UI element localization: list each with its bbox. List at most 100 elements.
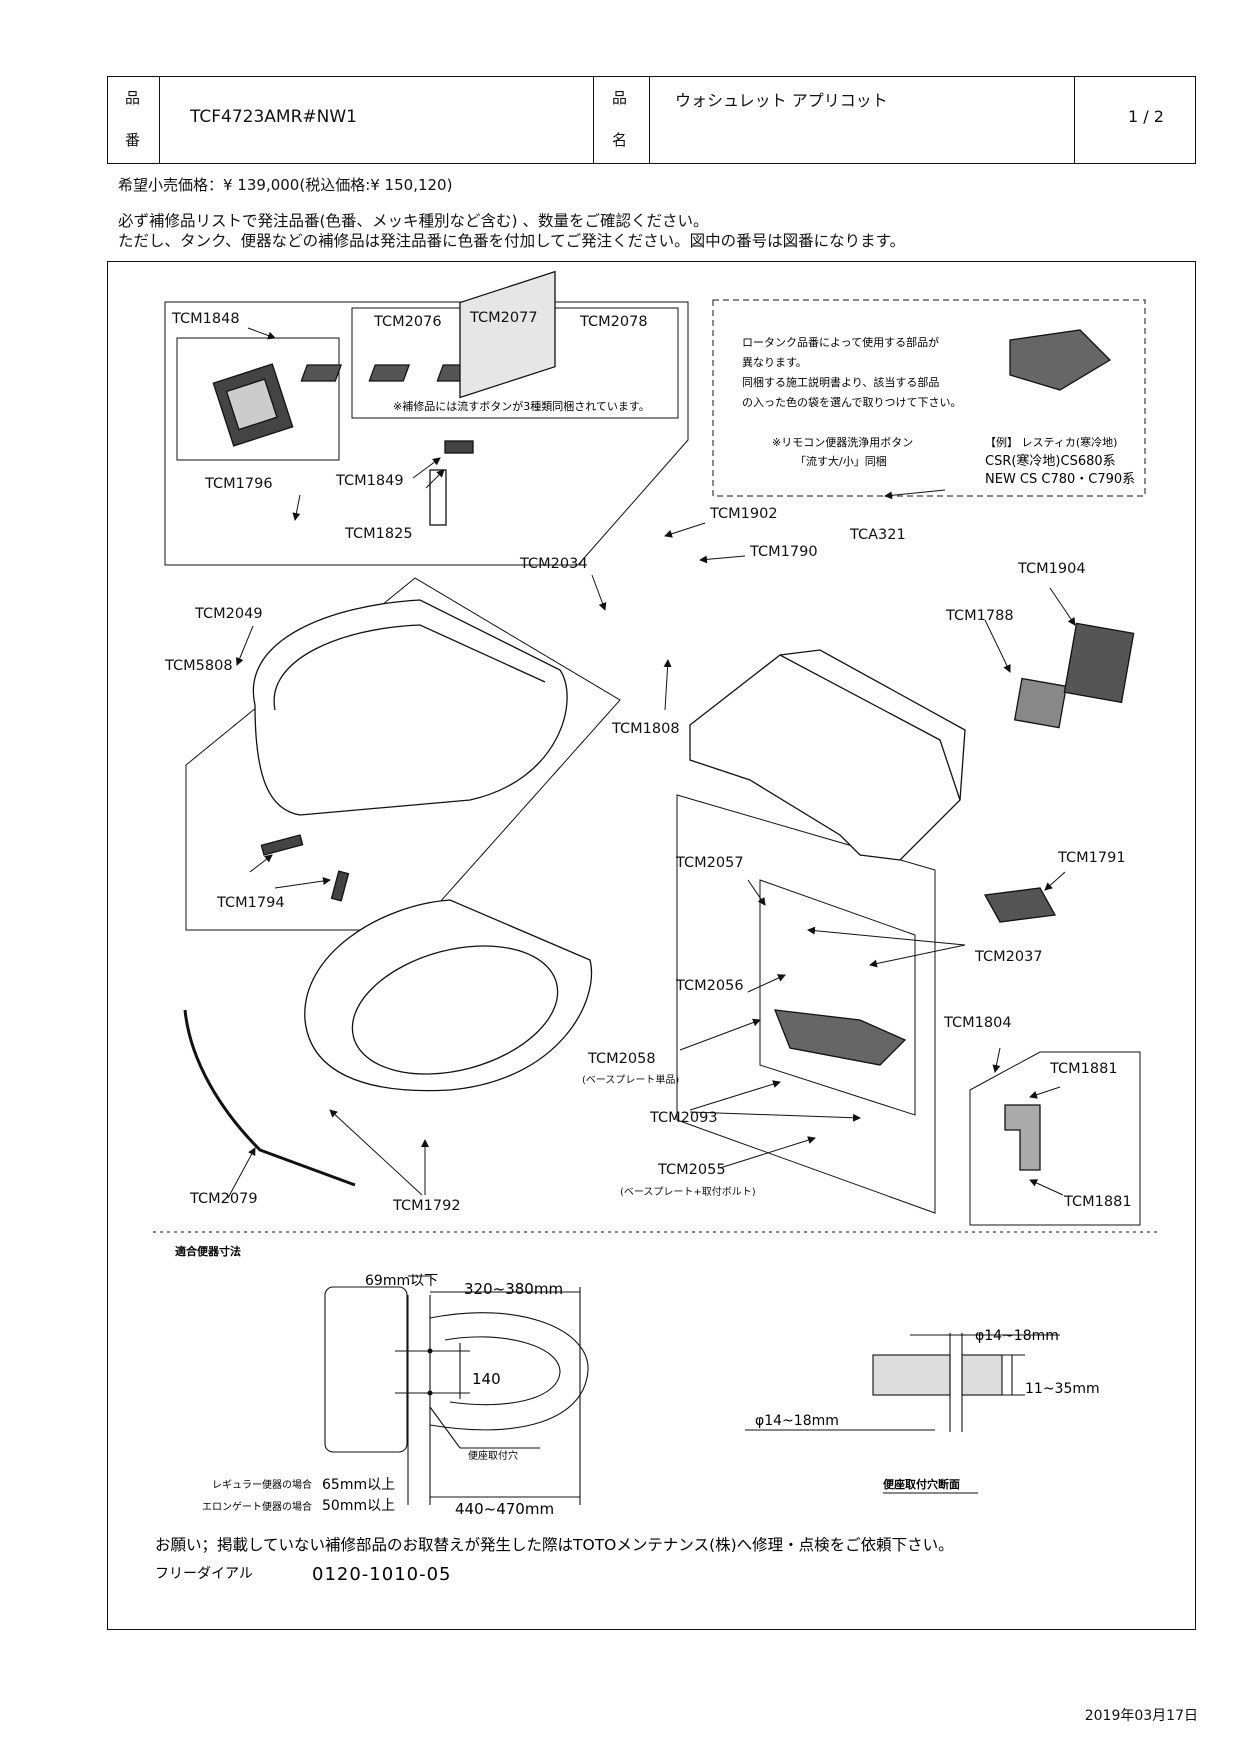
label-tcm2055-note: (ベースプレート+取付ボルト) bbox=[620, 1185, 756, 1198]
label-tcm1796: TCM1796 bbox=[204, 476, 273, 492]
dim-69: 69mm以下 bbox=[365, 1273, 438, 1289]
label-tcm2077: TCM2077 bbox=[469, 310, 538, 326]
dim-section-caption: 便座取付穴断面 bbox=[883, 1477, 960, 1491]
dim-elongated-val: 50mm以上 bbox=[322, 1498, 395, 1514]
svg-text:CSR(寒冷地)CS680系: CSR(寒冷地)CS680系 bbox=[985, 453, 1116, 469]
label-tcm2079: TCM2079 bbox=[189, 1191, 258, 1207]
dim-440: 440~470mm bbox=[455, 1500, 554, 1518]
label-tcm1791: TCM1791 bbox=[1057, 850, 1126, 866]
dim-phi-top: φ14~18mm bbox=[975, 1328, 1059, 1344]
seat-lid-drawing bbox=[252, 599, 568, 816]
supply-hose-drawing bbox=[183, 1009, 356, 1187]
dim-140: 140 bbox=[472, 1370, 501, 1388]
label-tcm1808: TCM1808 bbox=[611, 721, 680, 737]
bracket-drawing bbox=[983, 887, 1057, 923]
label-tcm2058: TCM2058 bbox=[587, 1051, 656, 1067]
button-drawings bbox=[300, 364, 479, 382]
label-tcm2093: TCM2093 bbox=[649, 1110, 718, 1126]
label-tcm2076: TCM2076 bbox=[373, 314, 442, 330]
dimensions-title: 適合便器寸法 bbox=[175, 1244, 241, 1258]
note-line-2: ただし、タンク、便器などの補修品は発注品番に色番を付加してご発注ください。図中の… bbox=[118, 232, 906, 250]
hole-section-drawing bbox=[745, 1333, 1060, 1432]
example-note: 【例】 レスティカ(寒冷地) CSR(寒冷地)CS680系 NEW CS C78… bbox=[985, 435, 1135, 487]
document-date: 2019年03月17日 bbox=[1084, 1708, 1198, 1724]
label-tcm1881-bottom: TCM1881 bbox=[1063, 1194, 1132, 1210]
svg-text:【例】 レスティカ(寒冷地): 【例】 レスティカ(寒冷地) bbox=[985, 435, 1117, 449]
bumper-drawing bbox=[260, 834, 304, 856]
svg-text:「流す大/小」同梱: 「流す大/小」同梱 bbox=[795, 454, 887, 468]
remote-group-outline bbox=[164, 301, 689, 566]
seat-ring-drawing bbox=[304, 899, 593, 1092]
hinmei-label-cell: 品 名 bbox=[594, 77, 650, 163]
remote-button-drawing bbox=[444, 440, 474, 454]
dim-regular-val: 65mm以上 bbox=[322, 1477, 395, 1493]
baseplate-group-outline bbox=[676, 794, 936, 1214]
dim-320: 320~380mm bbox=[464, 1280, 563, 1298]
label-tcm1788: TCM1788 bbox=[945, 608, 1014, 624]
filter-drawing bbox=[1013, 677, 1068, 729]
label-tcm1790: TCM1790 bbox=[749, 544, 818, 560]
dim-thickness: 11~35mm bbox=[1025, 1381, 1100, 1397]
diagram-frame bbox=[107, 261, 1196, 1630]
hinban-value: TCF4723AMR#NW1 bbox=[190, 107, 357, 127]
remote-control-drawing bbox=[459, 270, 556, 399]
label-tcm5808: TCM5808 bbox=[164, 658, 233, 674]
price-line: 希望小売価格：¥ 139,000(税込価格:¥ 150,120) bbox=[118, 176, 453, 194]
label-tcm1881-top: TCM1881 bbox=[1049, 1061, 1118, 1077]
toilet-dimension-drawing bbox=[324, 1275, 589, 1505]
hinmei-label-bottom: 名 bbox=[612, 131, 628, 149]
baseplate-inner-outline bbox=[759, 879, 916, 1116]
dim-seat-hole: 便座取付穴 bbox=[468, 1449, 518, 1462]
header-table: 品 番 TCF4723AMR#NW1 品 名 ウォシュレット アプリコット 1 … bbox=[107, 76, 1196, 164]
label-tcm1794: TCM1794 bbox=[216, 895, 285, 911]
label-tcm2058-note: (ベースプレート単品) bbox=[582, 1073, 679, 1086]
svg-text:同梱する施工説明書より、該当する部品: 同梱する施工説明書より、該当する部品 bbox=[742, 375, 939, 389]
dim-regular: レギュラー便器の場合 bbox=[212, 1478, 312, 1491]
hinmei-value: ウォシュレット アプリコット bbox=[675, 91, 888, 110]
hinban-label-top: 品 bbox=[125, 89, 141, 107]
hinmei-value-cell: ウォシュレット アプリコット bbox=[650, 77, 1075, 163]
label-tcm1902: TCM1902 bbox=[709, 506, 778, 522]
note-line-1: 必ず補修品リストで発注品番(色番、メッキ種別など含む) 、数量をご確認ください。 bbox=[118, 212, 709, 230]
tank-part-drawing bbox=[1009, 329, 1112, 391]
base-plate-drawing bbox=[773, 1009, 907, 1066]
page-number: 1 / 2 bbox=[1128, 107, 1164, 126]
label-tcm1825: TCM1825 bbox=[344, 526, 413, 542]
freedial-number: 0120-1010-05 bbox=[312, 1564, 452, 1585]
label-tcm2049: TCM2049 bbox=[194, 606, 263, 622]
valve-drawing bbox=[1004, 1104, 1041, 1171]
hinban-label-bottom: 番 bbox=[125, 131, 141, 149]
main-unit-drawing bbox=[689, 654, 961, 861]
label-tcm1904: TCM1904 bbox=[1017, 561, 1086, 577]
seat-group-outline bbox=[185, 577, 621, 931]
label-tcm2055: TCM2055 bbox=[657, 1162, 726, 1178]
request-note: お願い；掲載していない補修部品のお取替えが発生した際はTOTOメンテナンス(株)… bbox=[155, 1536, 954, 1554]
svg-text:の入った色の袋を選んで取りつけて下さい。: の入った色の袋を選んで取りつけて下さい。 bbox=[742, 395, 962, 409]
label-tcm1804: TCM1804 bbox=[943, 1015, 1012, 1031]
label-tcm2057: TCM2057 bbox=[675, 855, 744, 871]
label-tcm1848: TCM1848 bbox=[171, 311, 240, 327]
tank-parts-box bbox=[712, 299, 1146, 497]
label-tcm1849: TCM1849 bbox=[335, 473, 404, 489]
remote-frame-drawing bbox=[429, 469, 447, 526]
label-tcm2056: TCM2056 bbox=[675, 978, 744, 994]
label-tcm1792: TCM1792 bbox=[392, 1198, 461, 1214]
dim-phi-bottom: φ14~18mm bbox=[755, 1413, 839, 1429]
tank-note: ロータンク品番によって使用する部品が 異なります。 同梱する施工説明書より、該当… bbox=[742, 335, 962, 409]
hinmei-label-top: 品 bbox=[612, 89, 628, 107]
label-tcm2078: TCM2078 bbox=[579, 314, 648, 330]
cover-drawing bbox=[1063, 622, 1135, 704]
button-note: ※補修品には流すボタンが3種類同梱されています。 bbox=[393, 399, 650, 413]
valve-group-outline bbox=[969, 1051, 1141, 1226]
dim-elongated: エロンゲート便器の場合 bbox=[202, 1500, 312, 1513]
svg-text:ロータンク品番によって使用する部品が: ロータンク品番によって使用する部品が bbox=[742, 335, 939, 349]
leader-lines bbox=[227, 327, 1076, 1199]
label-tca321: TCA321 bbox=[849, 527, 906, 543]
wall-bracket-box bbox=[176, 337, 340, 461]
svg-text:※リモコン便器洗浄用ボタン: ※リモコン便器洗浄用ボタン bbox=[772, 435, 913, 449]
remote-note: ※リモコン便器洗浄用ボタン 「流す大/小」同梱 bbox=[772, 435, 913, 468]
hinban-value-cell: TCF4723AMR#NW1 bbox=[160, 77, 594, 163]
freedial-label: フリーダイアル bbox=[155, 1566, 253, 1582]
hinban-label-cell: 品 番 bbox=[108, 77, 160, 163]
